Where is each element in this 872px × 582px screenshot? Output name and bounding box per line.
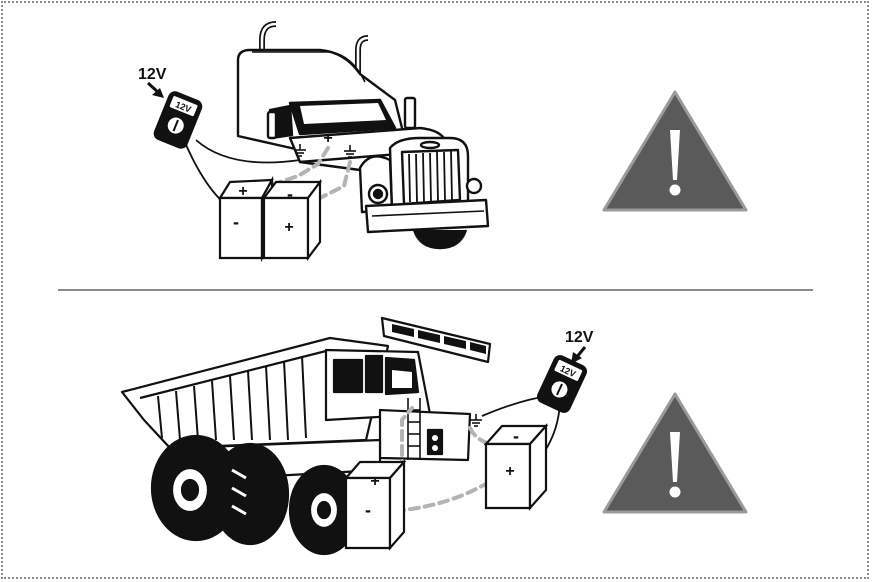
battery-2-negative-label: - [513,426,519,446]
warning-triangle-icon [604,92,746,210]
battery-1-positive-label: + [370,473,379,490]
battery-2-positive-label: + [284,219,293,236]
top-panel: + + - [138,24,746,258]
battery-1-negative-label: - [365,500,371,520]
bottom-panel: + - - + 12V 12V [122,318,746,554]
battery-2-negative-label: - [287,184,293,204]
battery-1-negative-label: - [233,212,239,232]
dump-truck-icon [122,318,490,554]
multimeter-icon: 12V [535,353,590,415]
battery-1-positive-label: + [238,183,247,200]
terminal-positive-label: + [323,130,332,147]
ground-symbol-icon [470,414,482,426]
meter-reading-label: 12V [138,66,167,83]
arrow-down-icon [148,83,164,98]
wheel-icon [152,436,288,544]
warning-triangle-icon [604,394,746,512]
meter-reading-label: 12V [565,329,594,346]
battery-2-positive-label: + [505,463,514,480]
